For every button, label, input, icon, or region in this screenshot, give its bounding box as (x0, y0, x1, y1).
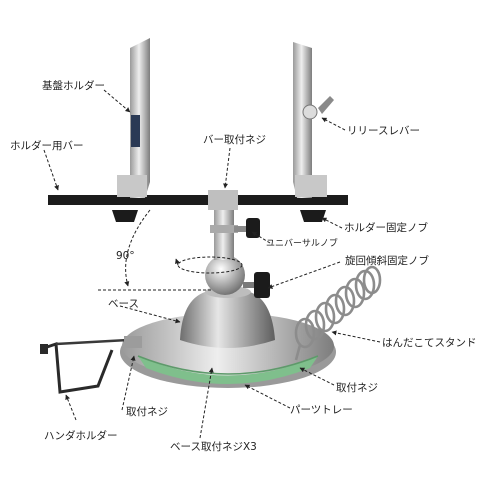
label-board-holder: 基盤ホルダー (42, 80, 105, 92)
label-bar-screw: バー取付ネジ (203, 134, 266, 146)
holder-knob-right (300, 210, 326, 222)
swivel-knob (243, 272, 270, 298)
label-angle: 90° (116, 250, 135, 262)
ball-joint (205, 255, 245, 295)
label-holder-knob: ホルダー固定ノブ (344, 222, 428, 234)
label-mount-screw-left: 取付ネジ (126, 406, 168, 418)
label-mount-screw-right: 取付ネジ (336, 382, 378, 394)
label-parts-tray: パーツトレー (290, 404, 353, 416)
release-lever-part (318, 96, 334, 114)
label-base-screws: ベース取付ネジX3 (170, 441, 257, 453)
holder-bar (48, 195, 348, 205)
label-iron-stand: はんだこてスタンド (382, 337, 477, 349)
bar-clamp (208, 190, 238, 210)
right-board-holder (293, 42, 334, 222)
iron-stand-spring (294, 265, 382, 361)
parts-tray (138, 356, 318, 384)
label-release-lever: リリースレバー (347, 125, 420, 137)
label-solder-holder: ハンダホルダー (44, 430, 118, 442)
label-swivel-knob: 旋回傾斜固定ノブ (345, 255, 429, 267)
holder-knob-left (112, 210, 138, 222)
leader-lines (43, 89, 381, 439)
motion-indicators (98, 209, 243, 291)
left-board-holder (112, 38, 150, 222)
label-base: ベース (108, 298, 139, 310)
label-universal-knob: ユニバーサルノブ (266, 239, 338, 249)
solder-holder (40, 336, 142, 394)
label-holder-bar: ホルダー用バー (10, 140, 84, 152)
